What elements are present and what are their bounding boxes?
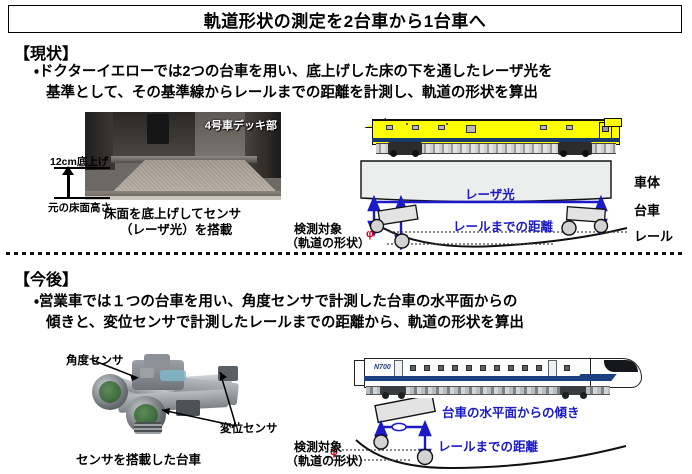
laser-light-label: レーザ光	[465, 188, 515, 202]
body-line: ・営業車では１つの台車を用い、角度センサで計測した台車の水平面からの	[34, 294, 518, 310]
train-wheel	[390, 150, 397, 157]
train-window	[412, 125, 419, 130]
title-box: 軌道形状の測定を2台車から1台車へ	[8, 5, 682, 33]
train-wheel	[560, 150, 567, 157]
train-roof-dot	[406, 123, 408, 125]
callout-bottom-line	[54, 197, 110, 199]
n700-shinkansen-train: N700	[352, 352, 642, 400]
rail-distance-label: レールまでの距離	[453, 220, 554, 234]
rail-distance-label-2: レールまでの距離	[438, 440, 539, 454]
bogie-photo-caption: センサを搭載した台車	[76, 453, 202, 467]
angle-sensor-unit	[140, 368, 154, 378]
train-window	[452, 365, 458, 371]
deck-wall-left	[85, 112, 115, 170]
bogie-wheel-rear	[92, 374, 128, 410]
deck-caption-line1: 床面を底上げしてセンサ	[104, 207, 242, 221]
train-window	[386, 125, 393, 130]
angle-sensor-label: 角度センサ	[66, 355, 124, 367]
train-roof-dot	[446, 123, 448, 125]
section-heading-current: 【現状】	[14, 46, 79, 63]
train-nose-cockpit	[604, 360, 638, 372]
displacement-sensor-label: 変位センサ	[220, 423, 278, 435]
body-line: 基準として、その基準線からレールまでの距離を計測し、軌道の形状を算出	[46, 85, 538, 101]
train-wheel	[562, 392, 569, 399]
bogie-tilt-label: 台車の水平面からの傾き	[442, 406, 580, 420]
section-body-future: ・営業車では１つの台車を用い、角度センサで計測した台車の水平面からの 傾きと、変…	[34, 292, 524, 334]
train-window	[522, 365, 528, 371]
train-underframe	[366, 386, 610, 395]
detect-target-label-1b: （軌道の形状）	[286, 236, 371, 250]
train-window	[564, 365, 570, 371]
height-callout: 12cm底上げ 元の床面高さ	[46, 155, 112, 214]
page-title: 軌道形状の測定を2台車から1台車へ	[203, 11, 487, 31]
laser-measurement-diagram: レーザ光 レールまでの距離	[355, 158, 635, 250]
train-nose-stripe	[575, 374, 617, 381]
deck-photo-overlay-label: 4号車デッキ部	[204, 120, 277, 132]
deck-photo: 4号車デッキ部	[85, 112, 281, 200]
train-window	[410, 365, 416, 371]
train-roofline	[372, 119, 620, 121]
train-window	[480, 365, 486, 371]
phi-symbol-icon-2: φ	[330, 446, 338, 458]
train-logo: N700	[374, 364, 391, 371]
bogie-pointer-lines	[91, 359, 237, 427]
train-wheel	[398, 392, 405, 399]
train-wheel	[412, 150, 419, 157]
bogie-photo	[78, 352, 260, 438]
body-line: ・ドクターイエローでは2つの台車を用い、底上げした床の下を通したレーザ光を	[34, 64, 553, 80]
single-bogie-measurement-diagram: 台車の水平面からの傾き レールまでの距離	[300, 398, 640, 474]
section-body-current: ・ドクターイエローでは2つの台車を用い、底上げした床の下を通したレーザ光を 基準…	[34, 62, 553, 104]
deck-caption-line2: （レーザ光）を搭載	[120, 223, 233, 237]
side-label-bogie: 台車	[634, 203, 661, 218]
train-window	[566, 125, 573, 130]
train-blue-stripe	[364, 376, 610, 381]
body-line: 傾きと、変位センサで計測したレールまでの距離から、軌道の形状を算出	[46, 315, 524, 331]
bogie-top-block	[144, 354, 170, 370]
train-window	[536, 365, 542, 371]
train-window	[438, 365, 444, 371]
bogie-cylinder	[160, 370, 186, 381]
train-underframe	[376, 143, 616, 154]
train-bogie	[380, 386, 406, 395]
doctor-yellow-train	[362, 112, 624, 158]
train-window	[466, 365, 472, 371]
train-blue-stripe	[372, 138, 620, 142]
train-window	[540, 125, 547, 130]
deck-door	[147, 114, 169, 144]
train-wheel	[580, 392, 587, 399]
train-window	[494, 365, 500, 371]
detect-target-label-2b: （軌道の形状）	[286, 454, 371, 468]
deck-threshold	[85, 196, 281, 200]
displacement-sensor-unit-1	[176, 400, 200, 416]
train-window	[424, 365, 430, 371]
train-bogie	[560, 386, 586, 395]
train-nose-right	[604, 118, 622, 127]
side-label-carbody: 車体	[634, 175, 661, 190]
phi-symbol-icon: φ	[366, 228, 374, 240]
side-label-rail: レール	[634, 229, 674, 244]
bogie-spring	[134, 422, 162, 434]
train-window	[466, 125, 476, 133]
up-arrow-icon	[62, 166, 74, 197]
detect-target-label-2a: 検測対象	[294, 440, 343, 454]
train-wheel	[582, 150, 589, 157]
train-wheel	[382, 392, 389, 399]
deck-foreground	[85, 191, 281, 200]
section-divider	[6, 252, 686, 255]
section-heading-future: 【今後】	[14, 272, 79, 289]
callout-bottom-label: 元の床面高さ	[48, 202, 111, 214]
callout-top-line	[54, 167, 110, 169]
callout-top-label: 12cm底上げ	[50, 156, 109, 168]
diagram2-svg	[332, 398, 627, 470]
train-window	[508, 365, 514, 371]
deck-sill	[111, 156, 257, 163]
train-window	[438, 125, 445, 130]
detect-target-label-1a: 検測対象	[294, 222, 343, 236]
diagram1-svg	[360, 160, 628, 250]
